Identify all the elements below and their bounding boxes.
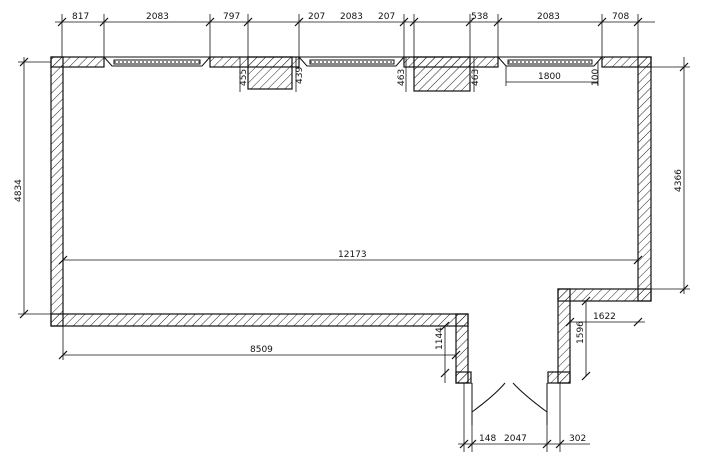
dim-top-1: 817 bbox=[72, 12, 89, 22]
dim-right-height: 4366 bbox=[674, 169, 684, 192]
wall-right bbox=[637, 56, 652, 302]
dimension-labels: 817 2083 797 207 2083 207 538 2083 708 4… bbox=[14, 12, 684, 444]
pillar-1 bbox=[247, 56, 293, 90]
dim-corridor-width: 1622 bbox=[593, 312, 616, 322]
door bbox=[471, 382, 548, 425]
window-3 bbox=[497, 56, 603, 67]
wall-door-jamb-right bbox=[547, 371, 571, 384]
wall-step-horizontal bbox=[557, 288, 652, 302]
dim-top-9: 708 bbox=[612, 12, 629, 22]
dim-pier-depth-3: 463 bbox=[397, 69, 407, 86]
wall-corridor-right bbox=[557, 288, 571, 384]
dim-top-3: 797 bbox=[223, 12, 240, 22]
dim-door-left-jamb: 148 bbox=[479, 434, 496, 444]
window-1 bbox=[103, 56, 211, 67]
dim-left-height: 4834 bbox=[14, 179, 24, 202]
dim-top-8: 2083 bbox=[537, 12, 560, 22]
dim-pier-depth-4: 463 bbox=[471, 69, 481, 86]
wall-bottom-left bbox=[50, 313, 469, 327]
window-2 bbox=[298, 56, 405, 67]
dim-pier-depth-2: 439 bbox=[295, 67, 305, 84]
dim-corridor-depth: 1596 bbox=[576, 321, 586, 344]
pillar-2 bbox=[413, 56, 471, 92]
wall-left bbox=[50, 56, 64, 327]
walls bbox=[50, 56, 652, 384]
dim-top-4: 207 bbox=[308, 12, 325, 22]
dim-top-2: 2083 bbox=[146, 12, 169, 22]
windows bbox=[103, 56, 603, 67]
dim-door-right-jamb: 302 bbox=[569, 434, 586, 444]
wall-top-1 bbox=[50, 56, 105, 68]
dim-lower-left-depth: 1144 bbox=[435, 327, 445, 350]
dim-window-sill-depth: 100 bbox=[591, 69, 601, 86]
wall-top-4 bbox=[601, 56, 652, 68]
dimension-lines bbox=[18, 14, 690, 452]
dim-door-width: 2047 bbox=[504, 434, 527, 444]
dim-window-sill-width: 1800 bbox=[538, 72, 561, 82]
dim-top-5: 2083 bbox=[340, 12, 363, 22]
dim-room-width: 12173 bbox=[338, 250, 367, 260]
dim-top-7: 538 bbox=[471, 12, 488, 22]
door-leaf-right bbox=[512, 382, 548, 425]
dim-top-6: 207 bbox=[378, 12, 395, 22]
dim-pier-depth-1: 455 bbox=[239, 69, 249, 86]
door-leaf-left bbox=[471, 382, 506, 425]
dim-lower-left-width: 8509 bbox=[250, 345, 273, 355]
wall-door-jamb-left bbox=[455, 371, 472, 384]
